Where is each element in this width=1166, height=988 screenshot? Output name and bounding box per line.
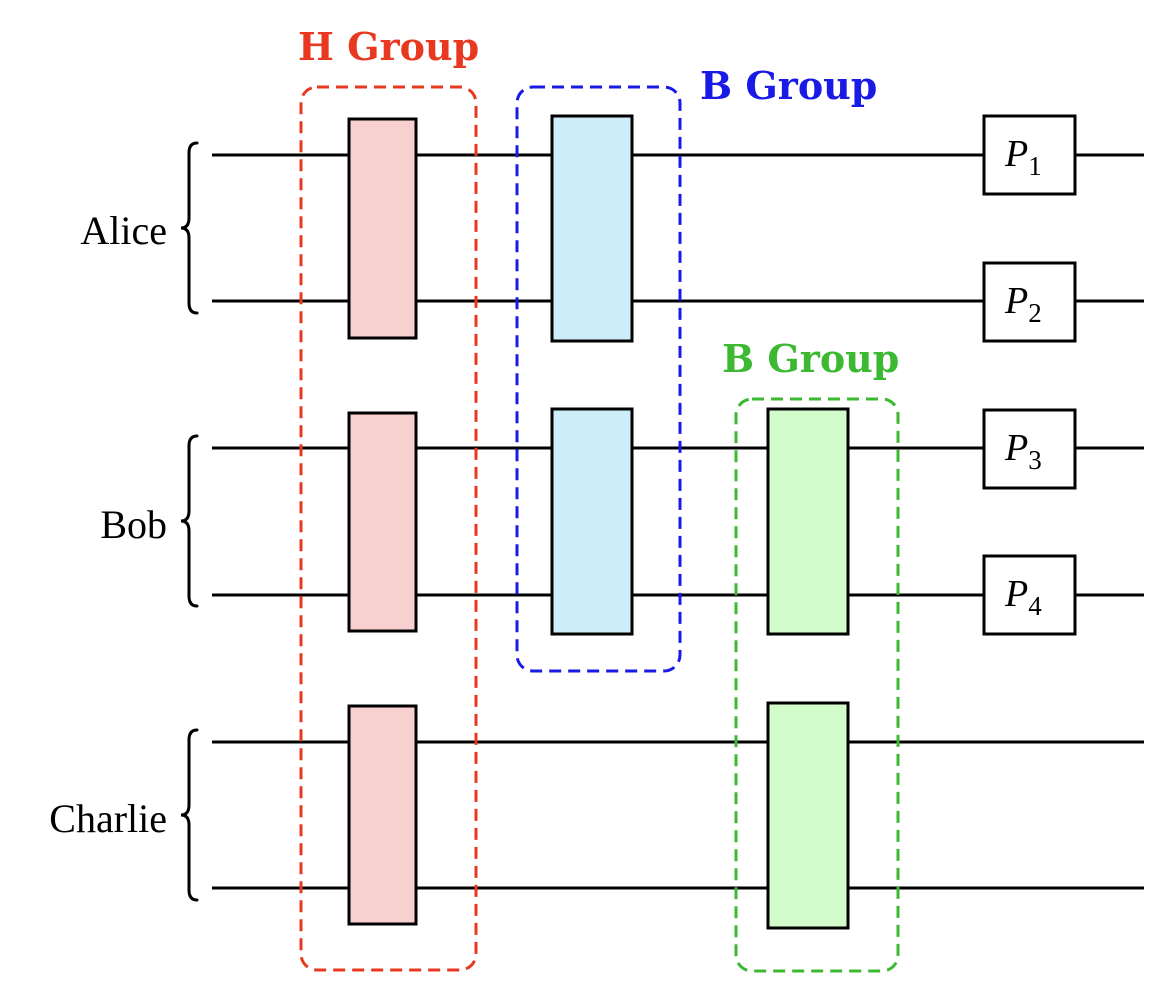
measurement-box-3: [982, 408, 1077, 490]
b-group-blue-label: B Group: [700, 63, 877, 108]
b-group-green-label: B Group: [722, 336, 899, 381]
measurement-box-2: [982, 261, 1077, 343]
b-group-green-outline: [734, 397, 900, 973]
measurement-boxes: [982, 114, 1077, 636]
measurement-label-4: P4: [1004, 573, 1042, 621]
measurement-label-1: P1: [1004, 133, 1042, 181]
measurement-box-1: [982, 114, 1077, 196]
b-gate-bob-green: [766, 407, 850, 636]
h-group-outline: [299, 85, 478, 972]
party-label-bob: Bob: [100, 502, 167, 547]
h-gate-charlie: [347, 704, 418, 926]
b-gate-charlie-green: [766, 701, 850, 930]
measurement-label-3: P3: [1004, 427, 1042, 475]
b-group-blue-outline: [515, 85, 682, 673]
brace-alice: [180, 141, 199, 315]
b-gate-alice: [550, 114, 634, 343]
h-group-gates: [347, 117, 418, 926]
b-gate-bob: [550, 407, 634, 636]
measurement-box-4: [982, 554, 1077, 636]
brace-charlie: [180, 728, 199, 902]
measurement-label-2: P2: [1004, 280, 1042, 328]
party-label-charlie: Charlie: [49, 796, 167, 841]
b-group-blue-gates: [550, 114, 634, 636]
b-group-green-gates: [766, 407, 850, 930]
braces: [180, 141, 199, 902]
h-group-label: H Group: [298, 24, 479, 69]
h-gate-alice: [347, 117, 418, 340]
party-label-alice: Alice: [80, 208, 167, 253]
brace-bob: [180, 434, 199, 608]
h-gate-bob: [347, 411, 418, 633]
